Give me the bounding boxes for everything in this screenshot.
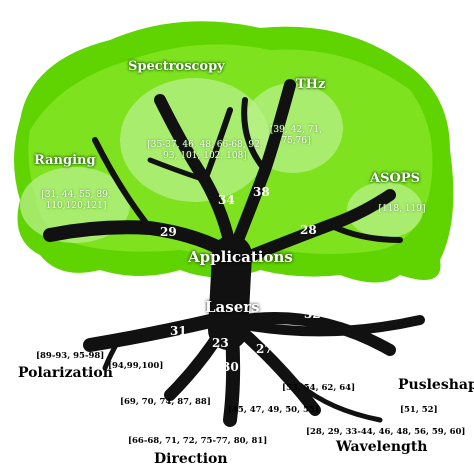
wavelength-count: 27: [256, 342, 273, 356]
direction-count-b: 30: [222, 360, 239, 374]
wavelength-label: Wavelength: [336, 439, 428, 455]
direction-label: Direction: [154, 451, 228, 467]
thz-count: 38: [253, 185, 270, 199]
spectroscopy-label: Spectroscopy: [128, 59, 225, 74]
polarization-refs-2: [94,99,100]: [108, 361, 164, 371]
thz-refs: [39, 42, 71, 75,76]: [269, 125, 323, 147]
asops-count: 28: [300, 223, 317, 237]
thz-label: THz: [296, 77, 326, 92]
tree-roots: [83, 312, 425, 427]
ranging-refs: [31, 44, 55, 89, 110,120,121]: [41, 190, 111, 212]
tree-canopy: [14, 21, 454, 283]
asops-label: ASOPS: [370, 171, 420, 186]
wavelength-refs-2: [45, 47, 49, 50, 55]: [228, 405, 319, 415]
direction-refs-2: [66-68, 71, 72, 75-77, 80, 81]: [128, 436, 268, 446]
polarization-label: Polarization: [18, 365, 113, 381]
direction-count: 23: [212, 336, 229, 350]
pulseshape-refs: [51, 52]: [400, 405, 438, 415]
spectroscopy-refs: [35-37, 46, 48, 66-68, 92, 93, 101, 102,…: [147, 140, 263, 162]
ranging-label: Ranging: [34, 153, 96, 168]
applications-label: Applications: [188, 248, 293, 266]
polarization-count: 31: [170, 324, 187, 338]
wavelength-refs-3: [28, 29, 33-44, 46, 48, 56, 59, 60]: [306, 427, 466, 437]
direction-refs: [69, 70, 74, 87, 88]: [120, 397, 211, 407]
asops-refs: [118, 119]: [378, 204, 426, 214]
wavelength-refs: [53, 54, 62, 64]: [282, 383, 356, 393]
pulseshape-label: Pusleshape: [398, 377, 474, 393]
spectroscopy-count: 34: [218, 193, 235, 207]
tree-trunk: [43, 79, 403, 350]
polarization-refs: [89-93, 95-98]: [36, 351, 105, 361]
lasers-label: Lasers: [205, 298, 260, 316]
ranging-count: 29: [160, 225, 177, 239]
pulseshape-count: 32: [304, 307, 321, 321]
